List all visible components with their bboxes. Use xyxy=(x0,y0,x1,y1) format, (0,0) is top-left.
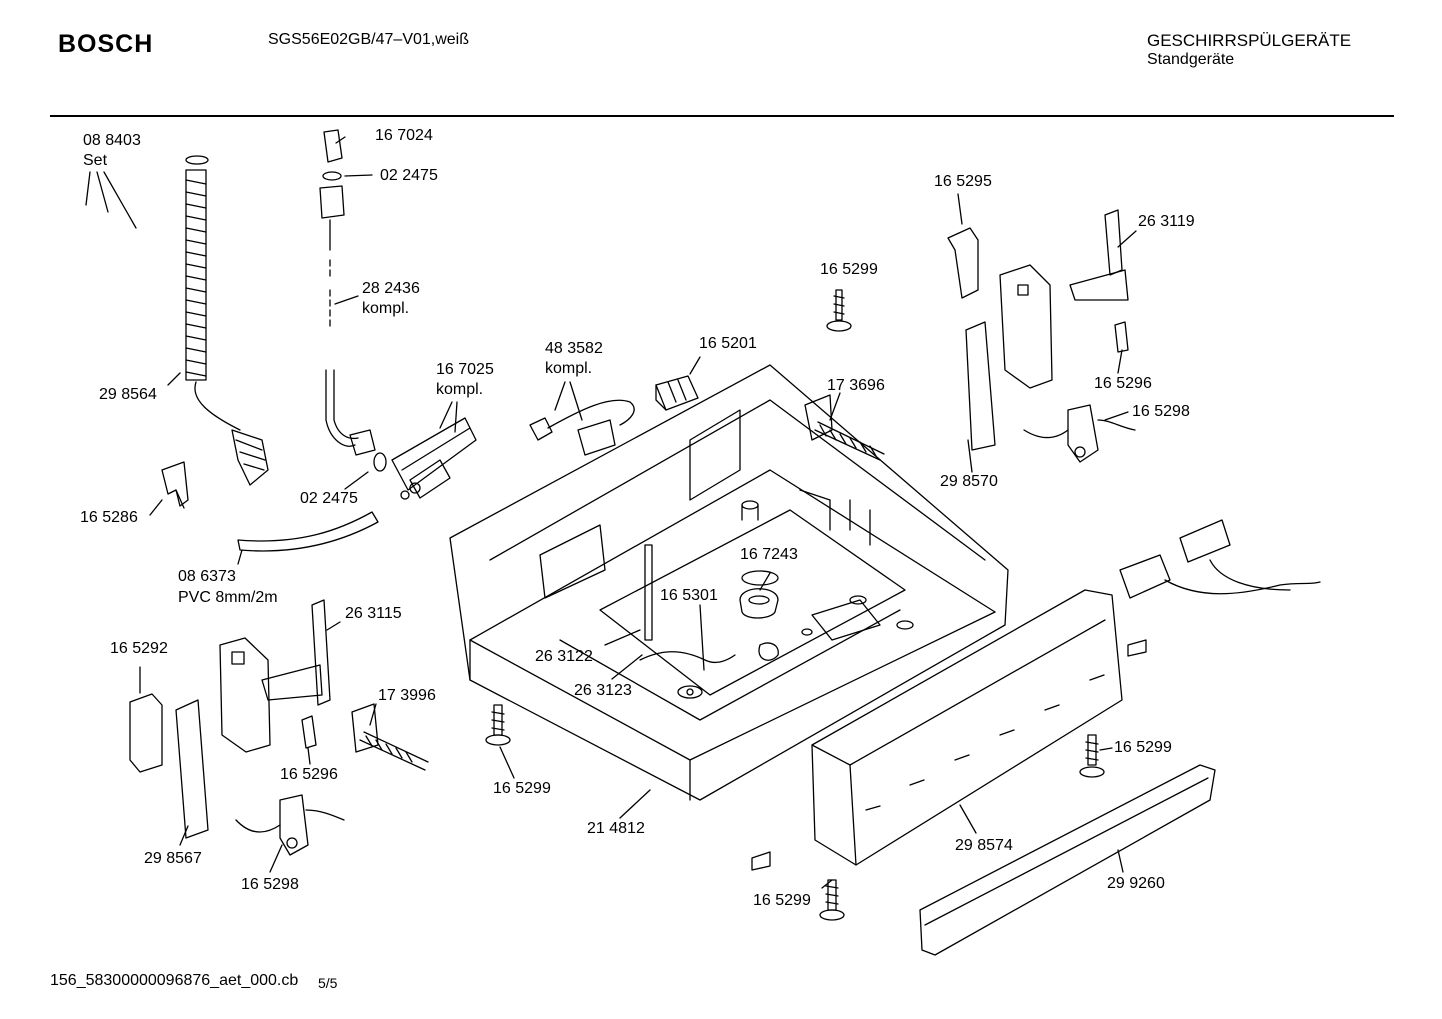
label-17-3696: 17 3696 xyxy=(827,377,885,394)
label-kompl-c: kompl. xyxy=(545,360,593,377)
connector-block xyxy=(655,375,699,411)
bracket-26-3119 xyxy=(1069,209,1129,301)
label-29-9260: 29 9260 xyxy=(1107,875,1165,892)
plinth-panel xyxy=(811,589,1123,866)
label-16-5301: 16 5301 xyxy=(660,587,718,604)
side-rail-29-8570 xyxy=(965,264,1053,451)
side-rail-29-8567 xyxy=(175,637,271,839)
label-16-5296-right: 16 5296 xyxy=(1094,375,1152,392)
pump-wiring xyxy=(639,651,736,699)
label-kompl-a: kompl. xyxy=(362,300,410,317)
plinth-strip xyxy=(919,764,1216,956)
wire-harness-small xyxy=(529,399,635,456)
spring-right xyxy=(804,394,885,461)
clip-left-16-5296 xyxy=(301,715,317,749)
category-title: GESCHIRRSPÜLGERÄTE xyxy=(1147,31,1352,50)
label-16-7243: 16 7243 xyxy=(740,546,798,563)
label-16-5299-top: 16 5299 xyxy=(820,261,878,278)
label-17-3996: 17 3996 xyxy=(378,687,436,704)
seal-rings xyxy=(739,570,779,619)
sensor-right xyxy=(1023,404,1136,463)
spring-left xyxy=(351,703,429,771)
label-02-2475-top: 02 2475 xyxy=(380,167,438,184)
screw-top xyxy=(826,289,852,332)
pvc-tube xyxy=(237,511,379,552)
label-48-3582: 48 3582 xyxy=(545,340,603,357)
label-26-3123: 26 3123 xyxy=(574,682,632,699)
screw-bottom xyxy=(751,851,845,921)
label-21-4812: 21 4812 xyxy=(587,820,645,837)
drain-hose xyxy=(185,155,269,486)
label-08-8403: 08 8403 xyxy=(83,132,141,149)
label-29-8567: 29 8567 xyxy=(144,850,202,867)
label-29-8570: 29 8570 xyxy=(940,473,998,490)
sensor-left xyxy=(235,794,345,856)
label-26-3122: 26 3122 xyxy=(535,648,593,665)
label-29-8564: 29 8564 xyxy=(99,386,157,403)
label-pvc: PVC 8mm/2m xyxy=(178,589,278,606)
label-kompl-b: kompl. xyxy=(436,381,484,398)
clip-right xyxy=(1114,321,1129,353)
inlet-hose xyxy=(319,129,387,472)
label-16-5299-bottom: 16 5299 xyxy=(753,892,811,909)
brand-logo: BOSCH xyxy=(58,30,154,58)
document-id: 156_58300000096876_aet_000.cb xyxy=(50,972,299,989)
label-28-2436: 28 2436 xyxy=(362,280,420,297)
header-divider xyxy=(50,115,1394,117)
bracket-16-5295 xyxy=(947,227,979,299)
label-16-5292: 16 5292 xyxy=(110,640,168,657)
label-16-5298-left: 16 5298 xyxy=(241,876,299,893)
base-tub xyxy=(449,364,1009,801)
screw-mid xyxy=(485,704,511,746)
label-29-8574: 29 8574 xyxy=(955,837,1013,854)
wiring-harness-right xyxy=(1119,519,1321,599)
label-16-5298-right: 16 5298 xyxy=(1132,403,1190,420)
label-set: Set xyxy=(83,152,108,169)
label-26-3115: 26 3115 xyxy=(345,605,402,622)
cover-16-5292 xyxy=(129,693,163,773)
label-16-5299-mid: 16 5299 xyxy=(493,780,551,797)
label-16-5286: 16 5286 xyxy=(80,509,138,526)
label-16-7024: 16 7024 xyxy=(375,127,433,144)
subcategory-title: Standgeräte xyxy=(1147,51,1235,68)
label-08-6373: 08 6373 xyxy=(178,568,236,585)
leader-lines xyxy=(85,136,1137,889)
model-number: SGS56E02GB/47–V01,weiß xyxy=(268,31,470,48)
bracket-26-3115 xyxy=(261,599,331,706)
label-16-5299-right: 16 5299 xyxy=(1114,739,1172,756)
page-number: 5/5 xyxy=(318,975,338,991)
label-16-5295: 16 5295 xyxy=(934,173,992,190)
label-16-7025: 16 7025 xyxy=(436,361,494,378)
label-02-2475-mid: 02 2475 xyxy=(300,490,358,507)
clip-left-16-5286 xyxy=(161,461,189,509)
valve-unit xyxy=(391,417,477,500)
label-16-5296-left: 16 5296 xyxy=(280,766,338,783)
label-16-5201: 16 5201 xyxy=(699,335,757,352)
label-26-3119: 26 3119 xyxy=(1138,213,1195,230)
screw-right xyxy=(1079,639,1147,778)
